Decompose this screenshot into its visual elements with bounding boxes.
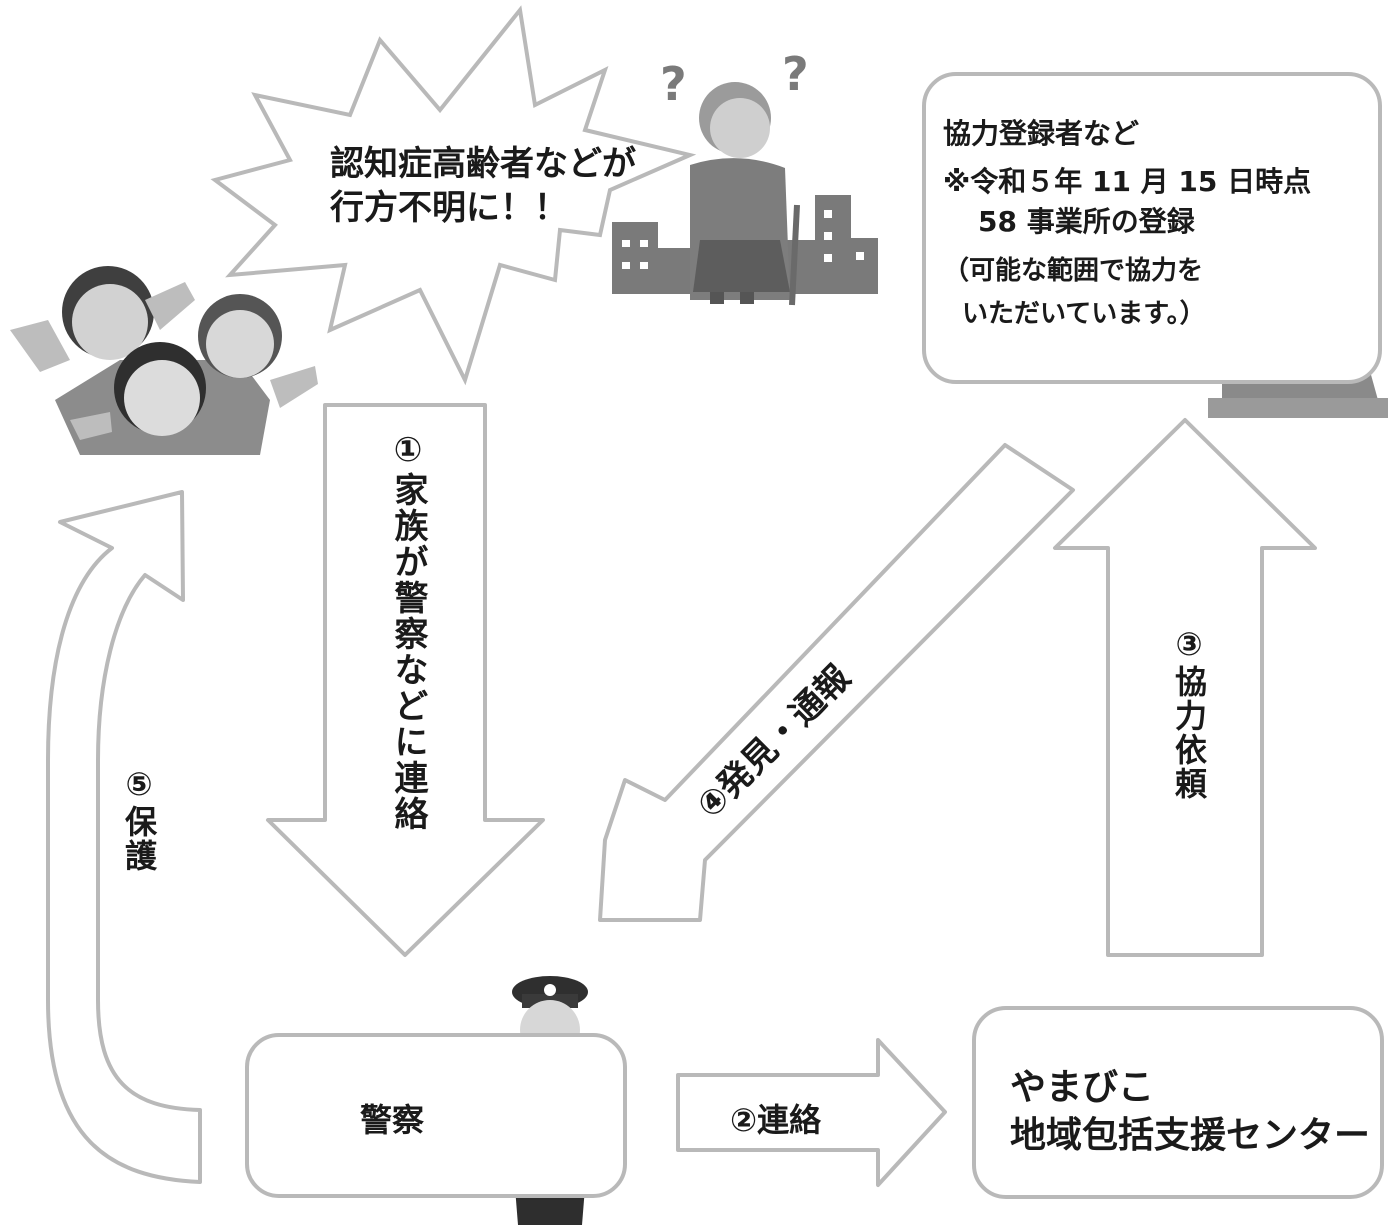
partners-note-line3: （可能な範囲で協力を	[943, 256, 1204, 286]
partners-note-line4: いただいています。）	[962, 299, 1206, 329]
step3-label: ③協力依頼	[1170, 625, 1208, 801]
arrow-step2-right	[676, 1038, 947, 1187]
alert-burst-shape	[210, 5, 697, 386]
partners-note-line1: ※令和５年 11 月 15 日時点	[943, 165, 1312, 198]
arrow-step4-diagonal	[598, 443, 1075, 922]
center-line2: 地域包括支援センター	[1010, 1115, 1371, 1156]
police-box	[245, 1033, 627, 1198]
burst-line1: 認知症高齢者などが	[330, 144, 636, 184]
police-label: 警察	[360, 1101, 425, 1139]
question-mark-icon: ?	[660, 57, 687, 111]
question-mark-icon: ?	[782, 47, 809, 101]
city-icon	[612, 195, 878, 294]
arrow-step3-up	[1053, 418, 1317, 957]
center-box	[972, 1006, 1384, 1199]
arrow-step5-curved	[46, 490, 202, 1184]
burst-line2: 行方不明に！！	[330, 188, 568, 228]
partners-note-line2: 58 事業所の登録	[978, 205, 1195, 238]
step1-label: ①家族が警察などに連絡	[388, 430, 428, 832]
step5-label: ⑤保護	[120, 765, 158, 873]
arrow-step1-down	[266, 403, 545, 957]
partners-title: 協力登録者など	[943, 117, 1140, 150]
center-line1: やまびこ	[1010, 1067, 1155, 1108]
step2-label: ②連絡	[730, 1101, 822, 1139]
elderly-lost-icon: ? ?	[660, 47, 809, 306]
partners-box	[922, 72, 1382, 384]
family-icon	[10, 266, 318, 455]
